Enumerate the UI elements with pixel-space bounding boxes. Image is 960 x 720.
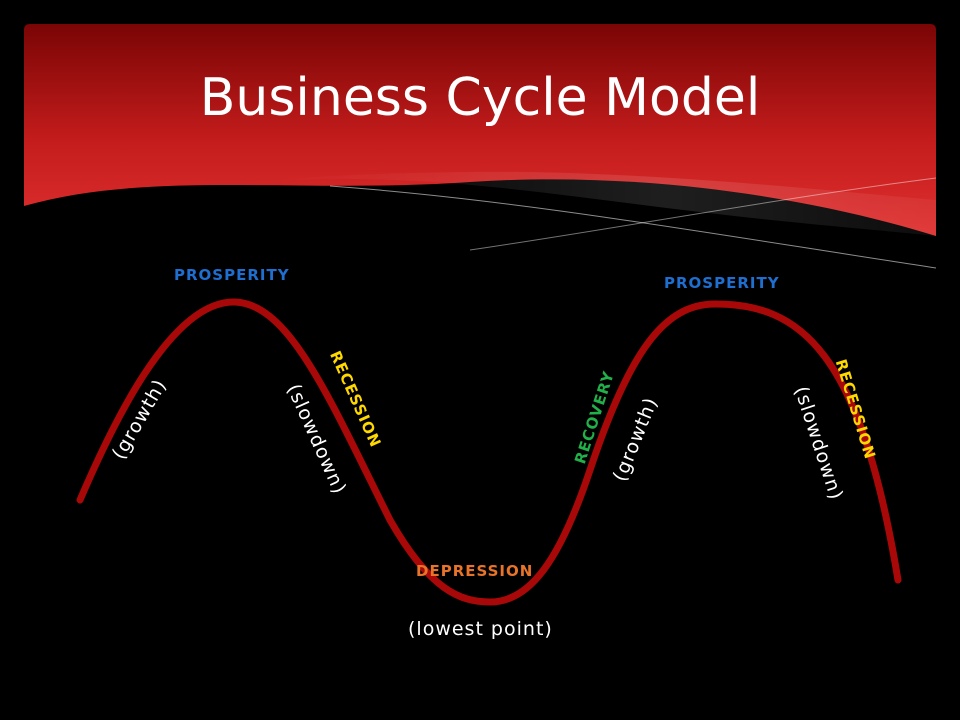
swoosh-line-1	[329, 185, 937, 269]
header-swoosh	[260, 171, 936, 236]
lowest-point-annotation: (lowest point)	[408, 618, 553, 640]
cycle-curve	[76, 298, 902, 606]
swoosh-line-2	[469, 177, 937, 251]
prosperity-label-1: PROSPERITY	[174, 266, 290, 284]
depression-label: DEPRESSION	[416, 562, 534, 580]
prosperity-label-2: PROSPERITY	[664, 274, 780, 292]
slide-title: Business Cycle Model	[199, 68, 761, 128]
